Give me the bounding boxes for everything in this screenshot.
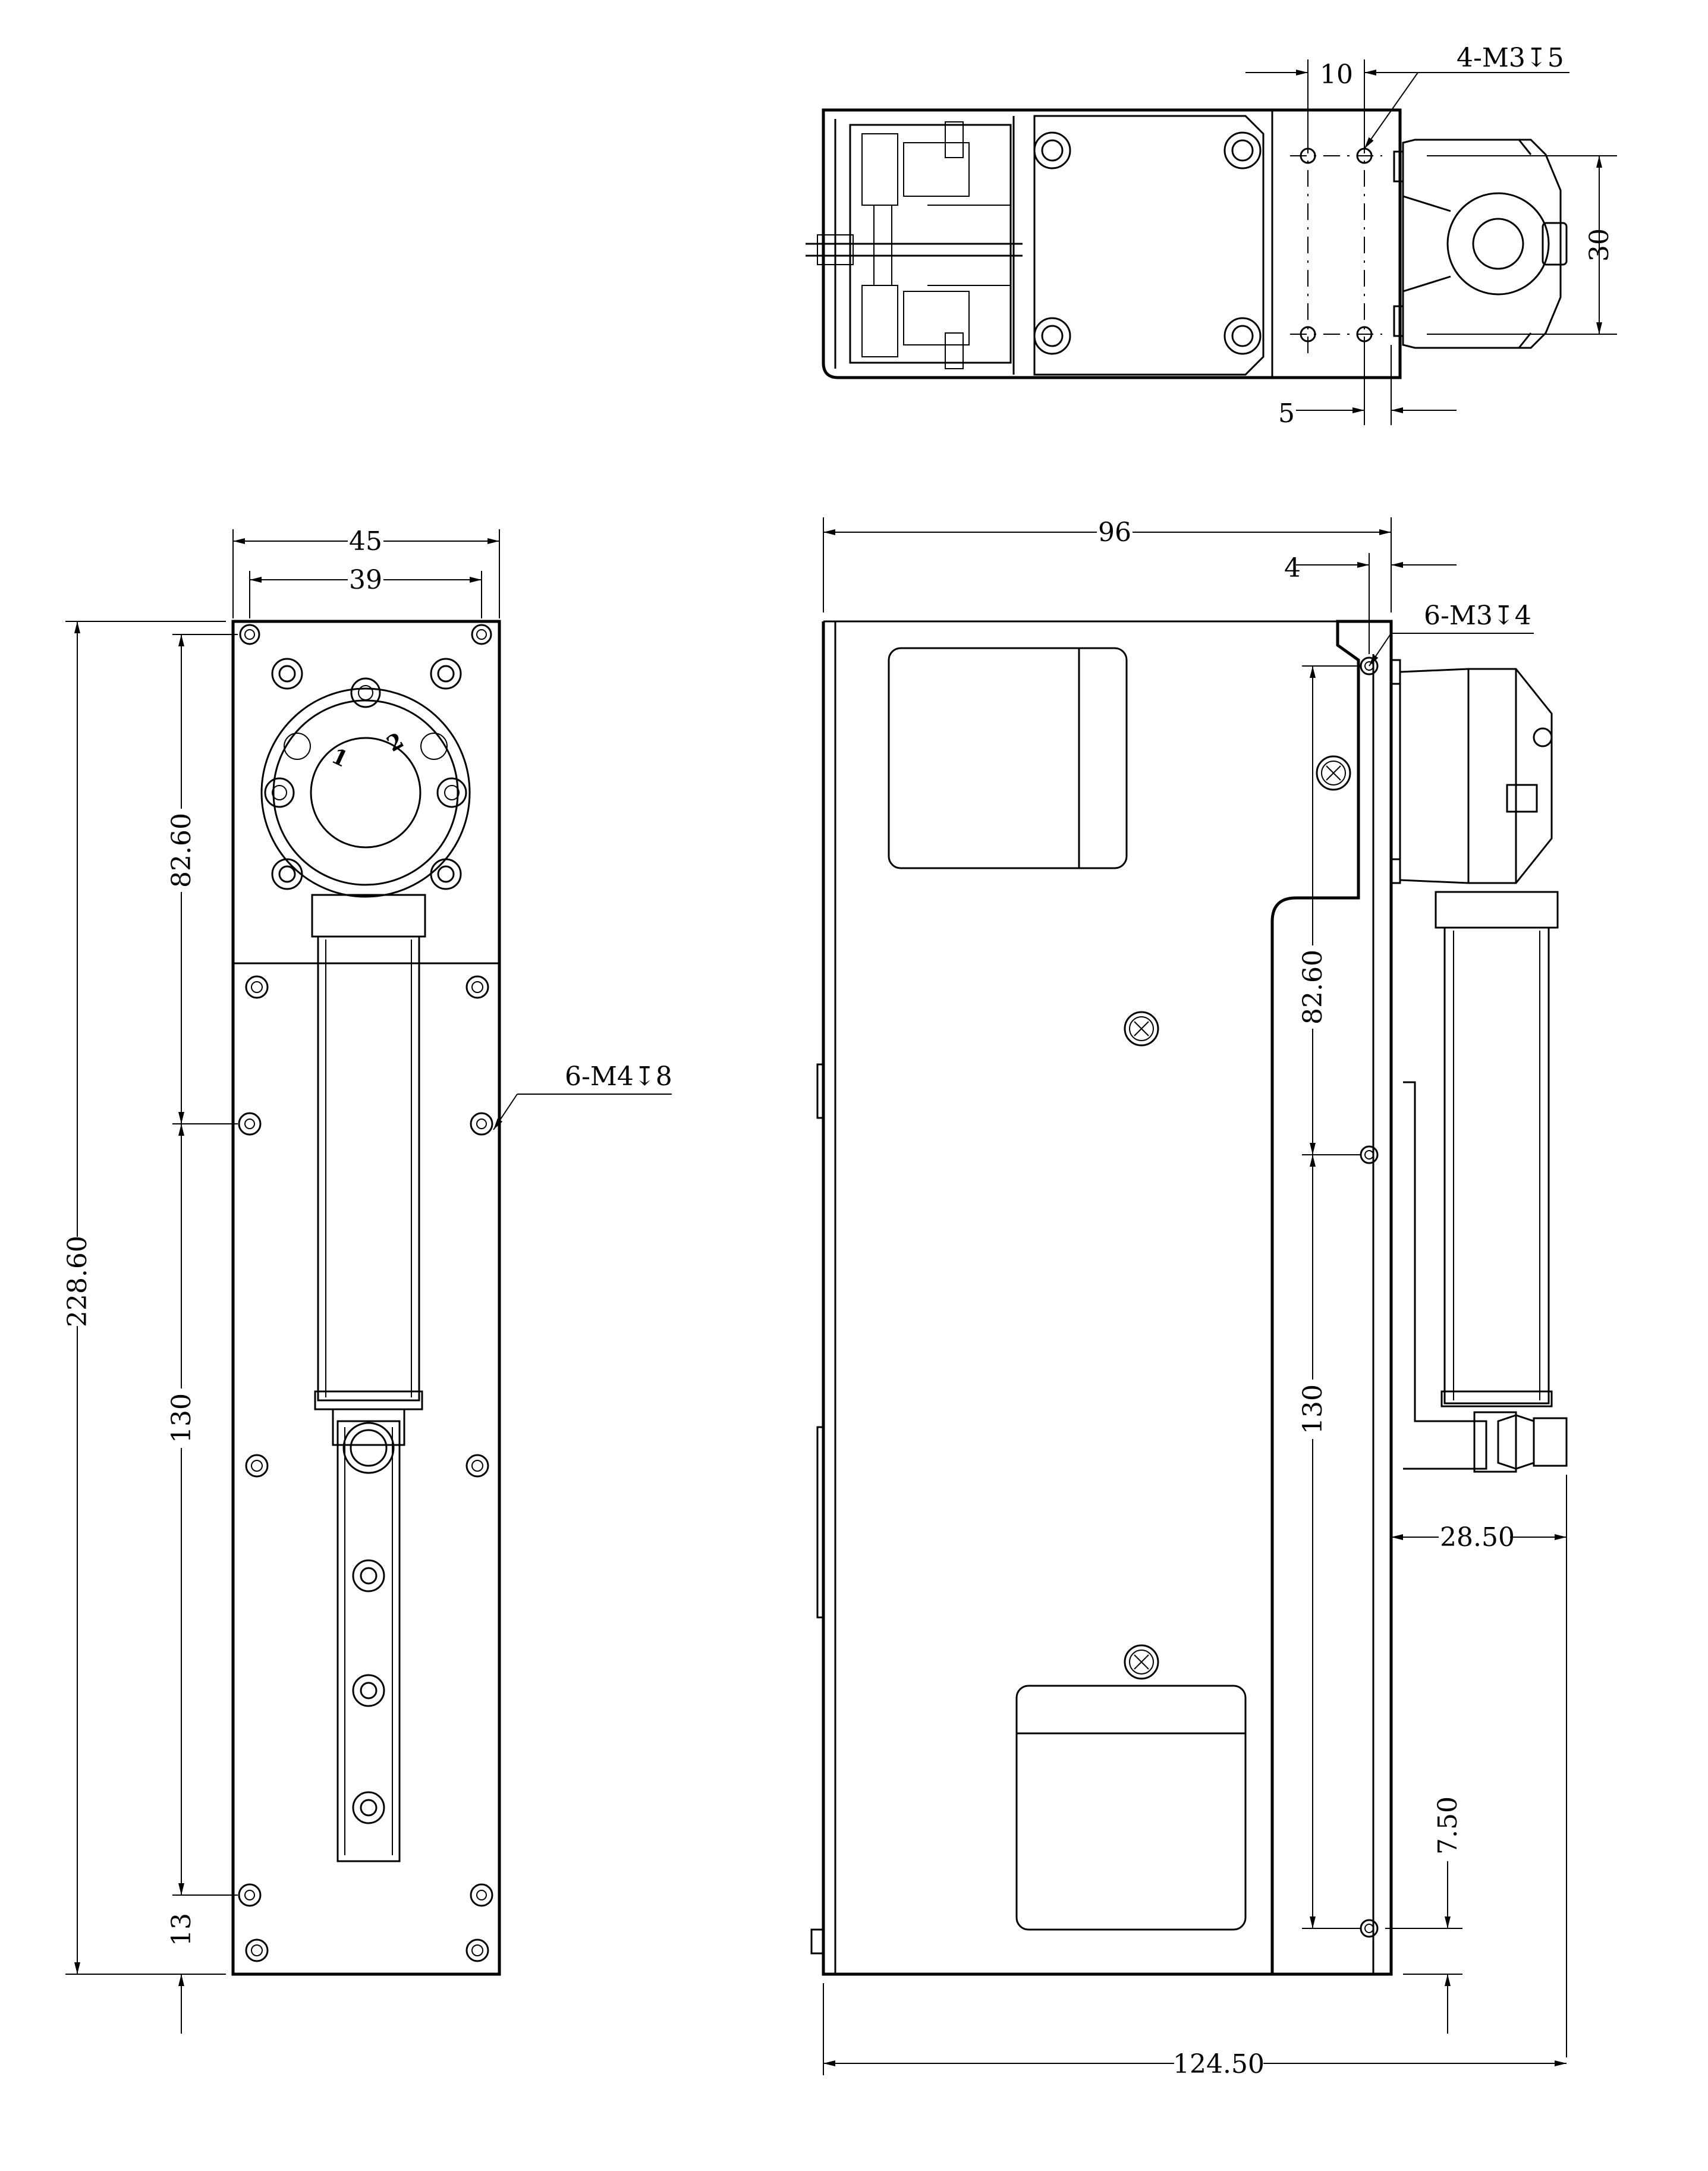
front-view-dim-total-height: 228.60 (62, 1236, 93, 1327)
top-view-mechanism (806, 121, 1023, 369)
top-view: 10 4-M3↧5 30 5 (806, 43, 1617, 429)
side-view-screws (1124, 755, 1351, 1680)
top-view-plate-bolts (1033, 131, 1262, 355)
front-view-top-screws (239, 624, 492, 645)
top-view-mount-holes (1290, 137, 1382, 354)
side-view-dim-flange-offset: 4 (1284, 553, 1301, 583)
side-view-dim-overall-depth: 124.50 (1173, 2049, 1265, 2079)
side-view-dim-body-depth: 96 (1098, 517, 1131, 548)
top-view-body-outline (822, 108, 1402, 379)
top-view-dim-width: 30 (1584, 228, 1615, 262)
side-view-connector-top (888, 647, 1128, 869)
side-view-body-outline (822, 620, 1393, 1976)
side-view-gripper (1390, 659, 1553, 884)
front-view-slide-bar (336, 1420, 401, 1862)
side-view-dim-upper-pitch: 82.60 (1298, 950, 1328, 1025)
top-view-plate (1033, 115, 1265, 376)
side-view-dim-bottom-offset: 7.50 (1433, 1796, 1463, 1855)
front-view-mount-holes (238, 1112, 493, 1907)
front-view-callout-holes: 6-M4↧8 (565, 1061, 672, 1092)
front-view-actuator (311, 894, 426, 1474)
front-view-dim-bottom-offset: 13 (166, 1913, 197, 1946)
front-view-dim-lower-pitch: 130 (166, 1393, 197, 1443)
side-view-callout-holes: 6-M3↧4 (1424, 601, 1531, 631)
top-view-dimensions: 10 4-M3↧5 30 5 (1245, 43, 1617, 429)
side-view-dim-lower-pitch: 130 (1298, 1384, 1328, 1434)
front-view-dim-inner-width: 39 (349, 565, 382, 595)
side-view-connector-bottom (1015, 1685, 1247, 1931)
front-view-rotary-bolts (271, 658, 462, 890)
front-view-dim-overall-width: 45 (349, 526, 382, 557)
top-view-dim-offset: 5 (1278, 398, 1295, 429)
front-view-rotary-unit[interactable]: 1 2 (260, 677, 471, 898)
front-view: 1 2 (62, 526, 672, 2034)
front-view-base-screws (245, 975, 489, 1962)
top-view-callout-holes: 4-M3↧5 (1457, 43, 1564, 73)
side-view-mount-holes (1360, 656, 1379, 1938)
top-view-flange (1271, 109, 1401, 379)
rotary-label-2: 2 (383, 728, 408, 757)
side-view-dimensions: 96 4 6-M3↧4 82.60 130 28.50 (823, 517, 1567, 2079)
side-view-dim-actuator-depth: 28.50 (1440, 1522, 1515, 1553)
front-view-dimensions: 45 39 228.60 82.60 130 13 6-M4↧8 (62, 526, 672, 2034)
top-view-dim-hole-pitch: 10 (1320, 59, 1353, 90)
front-view-dim-upper-pitch: 82.60 (166, 813, 197, 888)
rotary-label-1: 1 (328, 743, 351, 772)
front-view-body-outline (231, 620, 501, 1976)
top-view-gripper-head (1393, 139, 1568, 349)
side-view: 96 4 6-M3↧4 82.60 130 28.50 (810, 517, 1568, 2079)
side-view-actuator (1403, 891, 1568, 1473)
